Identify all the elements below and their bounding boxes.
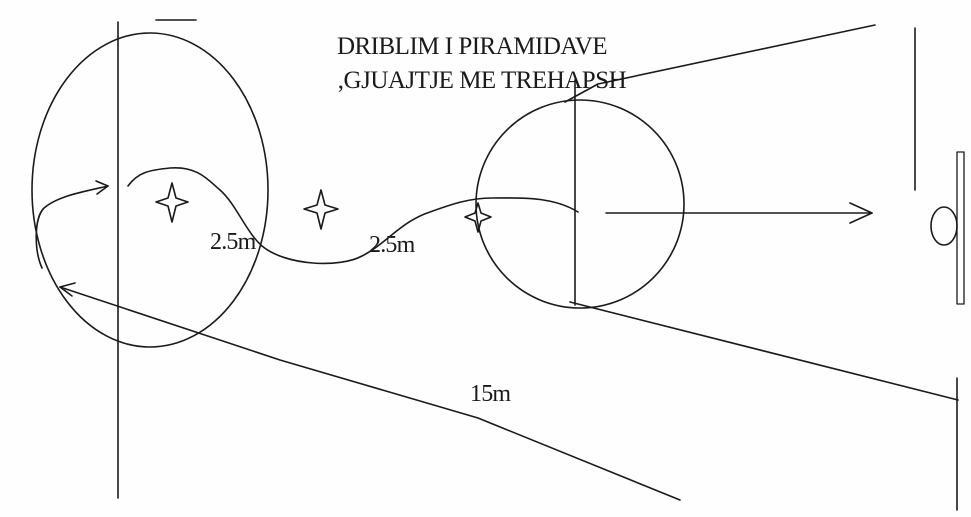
distance-label-middle: 2.5m <box>369 232 416 258</box>
diagram-title-line-1: DRIBLIM I PIRAMIDAVE <box>337 33 607 60</box>
upper-diagonal-line <box>564 24 876 103</box>
left-circle <box>31 32 269 348</box>
return-arrowhead-icon <box>59 282 76 297</box>
dribble-path <box>127 167 579 265</box>
cone-star-icon-3 <box>464 202 492 233</box>
dribble-arrowhead-icon <box>95 180 109 195</box>
distance-label-total: 15m <box>470 381 511 407</box>
distance-label-left: 2.5m <box>210 229 257 255</box>
diagram-title-line-2: ,GJUAJTJE ME TREHAPSH <box>338 67 627 94</box>
right-circle <box>475 99 685 309</box>
shot-arrowhead-icon <box>849 202 873 224</box>
bottom-diagonal-line <box>59 286 681 501</box>
right-lower-diagonal-line <box>569 301 959 401</box>
backboard <box>956 151 965 305</box>
hoop-icon <box>930 206 958 246</box>
cone-star-icon-1 <box>155 182 189 223</box>
cone-star-icon-2 <box>303 189 339 230</box>
dribble-path-start <box>35 185 109 269</box>
